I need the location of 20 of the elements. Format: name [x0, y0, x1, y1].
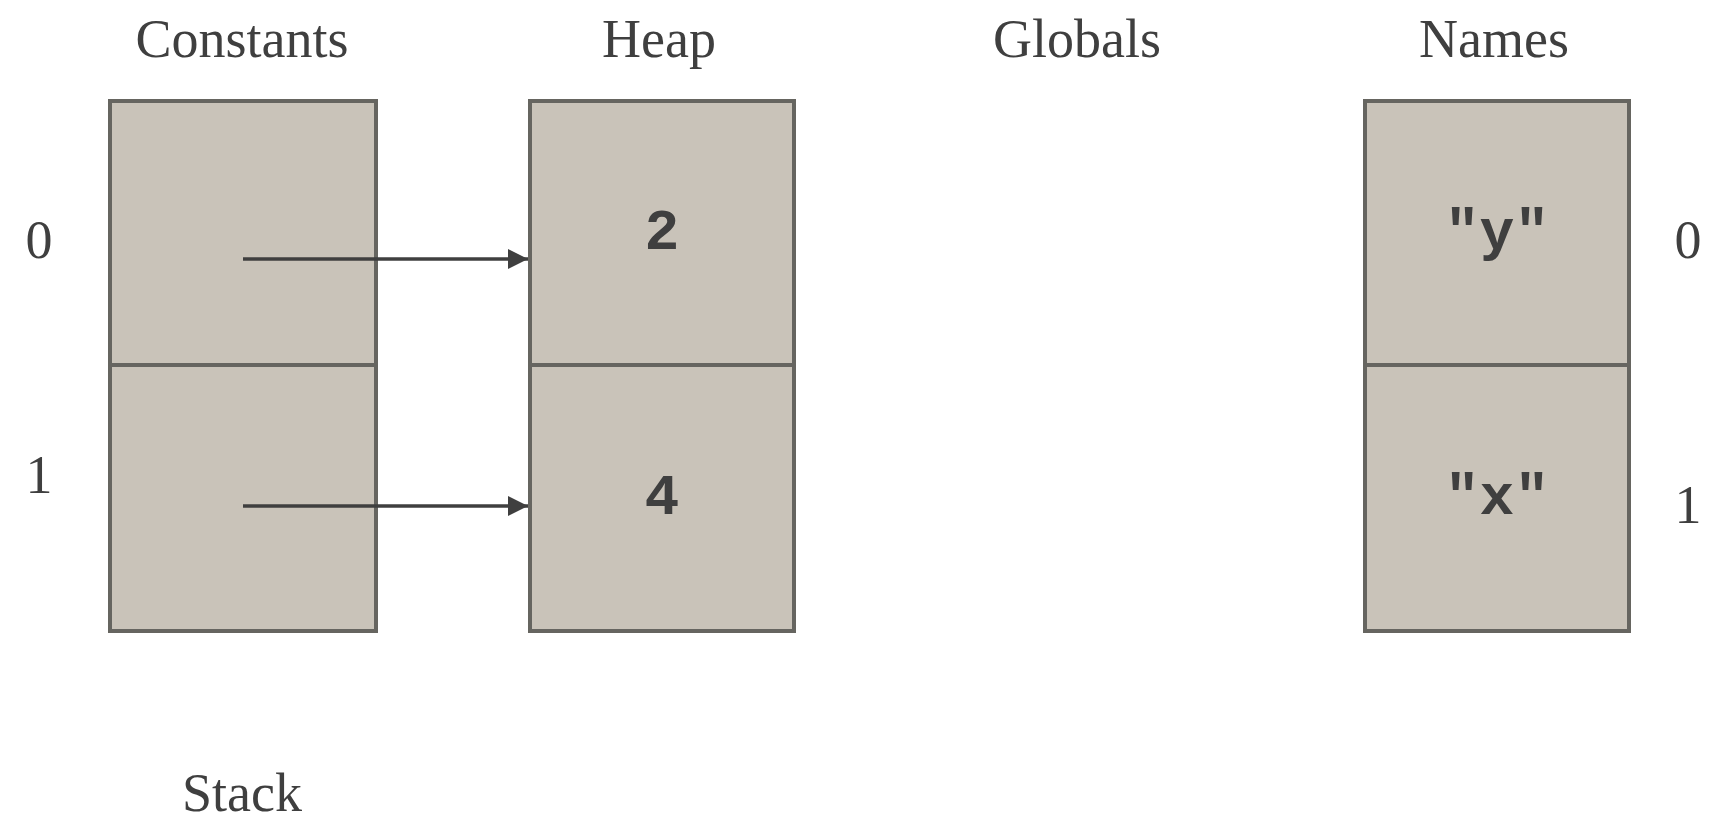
cell-value: 2 — [644, 200, 680, 266]
region-title: Names — [1419, 12, 1569, 66]
arrow — [243, 496, 528, 516]
region-title: Globals — [993, 12, 1161, 66]
cell-value: "x" — [1444, 465, 1550, 531]
region-title: Stack — [182, 766, 302, 818]
index-number: 1 — [25, 448, 53, 502]
cell-value: 4 — [644, 465, 680, 531]
memory-cell — [528, 99, 796, 367]
index-number: 1 — [1674, 478, 1702, 532]
cell-value: "y" — [1444, 200, 1550, 266]
empty-memory-cell — [108, 99, 378, 367]
memory-cell — [1363, 99, 1631, 367]
memory-cell — [528, 367, 796, 633]
arrow — [243, 249, 528, 269]
memory-cell — [1363, 367, 1631, 633]
index-number: 0 — [1674, 213, 1702, 267]
index-number: 0 — [25, 213, 53, 267]
empty-memory-cell — [108, 367, 378, 633]
region-title: Constants — [135, 12, 349, 66]
